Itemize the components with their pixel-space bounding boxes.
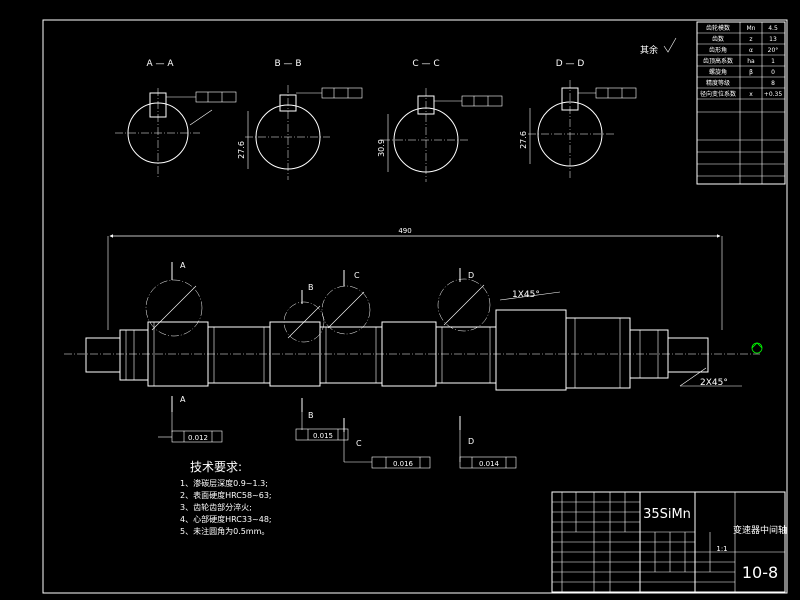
section-label: B — B: [274, 59, 301, 69]
section-view-c: C — C 30.9: [377, 59, 503, 182]
section-view-d: D — D 27.6: [519, 59, 637, 178]
runout-frame-d: 0.014: [459, 430, 517, 469]
tech-item: 3、齿轮齿部分淬火;: [180, 502, 252, 512]
tolerance-value: 0.014: [479, 460, 500, 468]
drawing-scale: 1:1: [716, 545, 727, 553]
tech-item: 5、未注圆角为0.5mm。: [180, 526, 269, 536]
section-view-a: A — A: [115, 59, 237, 178]
gear-parameter-table: 齿轮模数 Mn 4.5 齿数 z 13 齿形角 α 20° 齿顶高系数 ha 1…: [696, 21, 786, 185]
param-value: 1: [771, 58, 775, 65]
param-value: 0: [771, 69, 775, 76]
param-name: 齿形角: [709, 46, 727, 54]
section-view-b: B — B 27.6: [237, 59, 363, 180]
tech-item: 2、表面硬度HRC58~63;: [180, 490, 272, 500]
overall-dimension: 490: [398, 227, 411, 235]
section-label: D — D: [556, 59, 585, 69]
param-symbol: z: [749, 36, 752, 43]
param-value: 8: [771, 80, 775, 87]
param-name: 齿数: [712, 35, 724, 43]
tech-title: 技术要求:: [190, 460, 242, 474]
section-dim: 27.6: [237, 141, 246, 159]
runout-frame-a: 0.012: [158, 412, 223, 443]
section-dim: 27.6: [519, 131, 528, 149]
section-dim: 30.9: [377, 139, 386, 157]
drawing-number: 10-8: [742, 563, 778, 582]
param-symbol: β: [749, 69, 753, 76]
datum-letter: A: [180, 395, 186, 404]
param-name: 径向变位系数: [700, 90, 736, 98]
param-value: 13: [769, 36, 777, 43]
datum-letter: D: [468, 437, 474, 446]
technical-requirements: 技术要求: 1、渗碳层深度0.9~1.3; 2、表面硬度HRC58~63; 3、…: [180, 460, 272, 536]
datum-letter: B: [308, 411, 314, 420]
runout-frame-c: 0.016: [343, 432, 431, 469]
param-value: 20°: [768, 47, 779, 54]
param-symbol: Mn: [747, 25, 756, 32]
drawing-frame: [42, 19, 788, 594]
param-name: 齿顶高系数: [703, 57, 733, 65]
param-symbol: ha: [747, 58, 755, 65]
chamfer-callout-top: 1X45°: [512, 290, 540, 300]
runout-frame-b: 0.015: [295, 412, 349, 441]
tolerance-value: 0.015: [313, 432, 333, 440]
param-symbol: α: [749, 47, 753, 54]
param-name: 精度等级: [706, 79, 730, 87]
tech-item: 4、心部硬度HRC33~48;: [180, 514, 272, 524]
tolerance-value: 0.016: [393, 460, 414, 468]
param-symbol: x: [749, 91, 753, 98]
param-value: +0.35: [764, 91, 783, 98]
part-name: 变速器中间轴: [733, 524, 787, 536]
param-name: 螺旋角: [709, 68, 727, 76]
datum-letter: B: [308, 283, 314, 292]
datum-letter: D: [468, 271, 474, 280]
chamfer-callout-right: 2X45°: [700, 378, 728, 388]
section-label: C — C: [412, 59, 439, 69]
tech-item: 1、渗碳层深度0.9~1.3;: [180, 478, 268, 488]
datum-target-icon: [751, 342, 763, 354]
roughness-symbol-icon: [663, 37, 677, 53]
material-name: 35SiMn: [643, 507, 691, 522]
section-label: A — A: [146, 59, 174, 69]
param-name: 齿轮模数: [706, 24, 730, 32]
param-value: 4.5: [768, 25, 778, 32]
datum-letter: C: [354, 271, 360, 280]
title-block: 35SiMn 变速器中间轴 1:1 10-8: [551, 491, 787, 593]
roughness-note: 其余: [640, 44, 658, 56]
datum-letter: C: [356, 439, 362, 448]
shaft-main-view: 490: [64, 227, 760, 432]
datum-letter: A: [180, 261, 186, 270]
tolerance-value: 0.012: [188, 434, 208, 442]
